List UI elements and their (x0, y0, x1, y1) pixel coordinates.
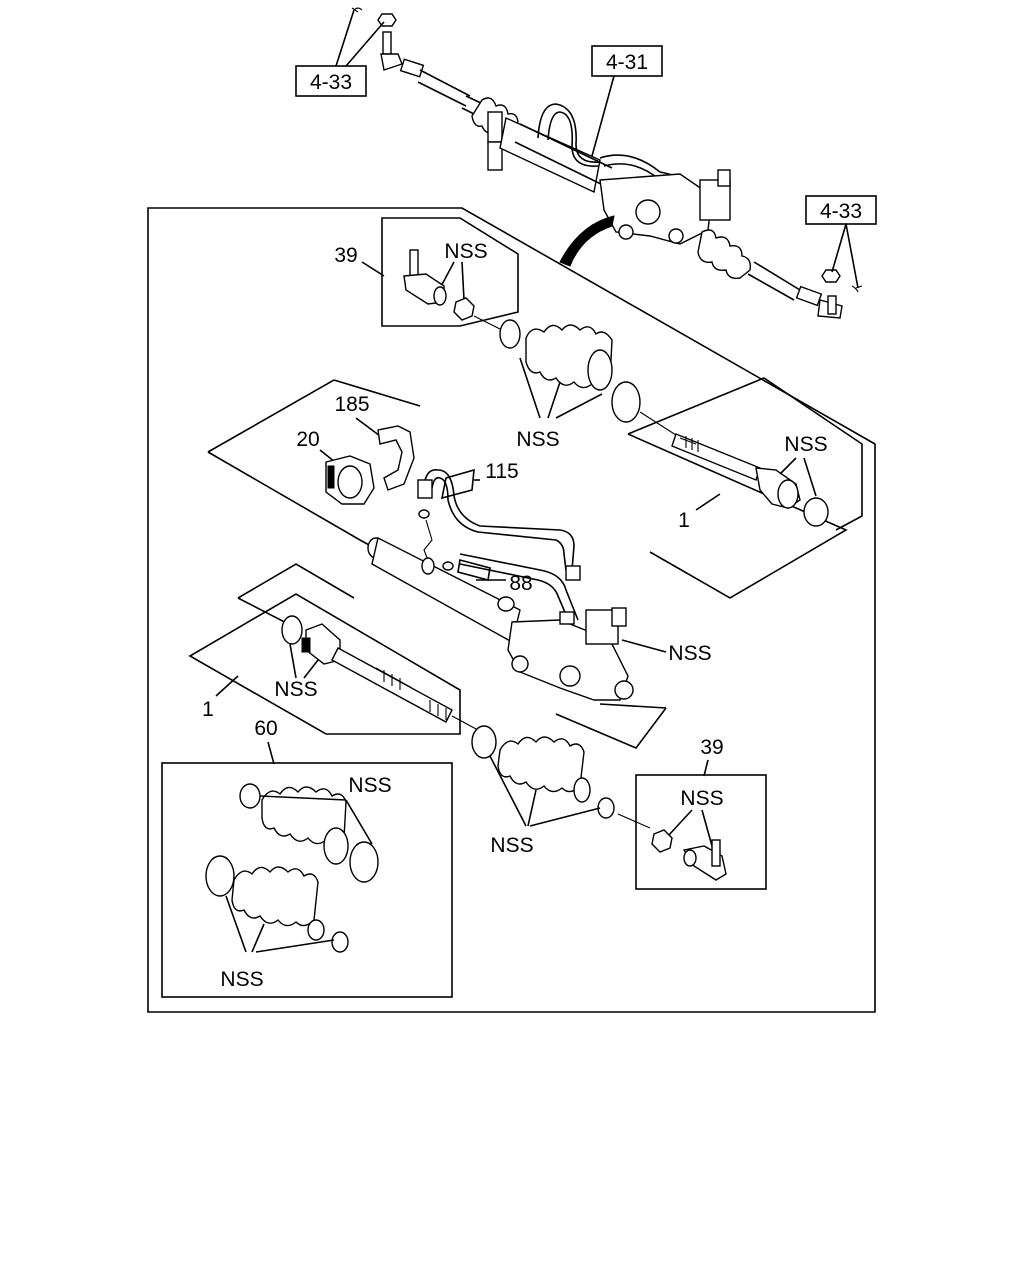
part-number-60: 60 (254, 717, 277, 740)
o-ring (442, 561, 454, 571)
leader-line (335, 9, 385, 67)
pipe-115 (423, 469, 575, 571)
main-frame (147, 207, 876, 1013)
o-ring (418, 509, 430, 519)
leader-line (361, 261, 385, 277)
tie-rod-end-top-box (381, 217, 519, 327)
group-outline (207, 379, 335, 453)
bracket-group: 185 20 (207, 379, 421, 541)
group-outline (237, 563, 355, 599)
top-assembly-overview (351, 7, 863, 319)
nss-label: NSS (444, 240, 487, 263)
rack-housing (371, 536, 521, 644)
boot-clamp-large (349, 841, 379, 883)
boot-bottom-group: NSS (471, 725, 651, 857)
leader-line (489, 755, 601, 827)
ref-box-4-33-left[interactable]: 4-33 (295, 65, 367, 97)
rack-housing-group: NSS (359, 536, 712, 749)
pipe-88-inner (459, 563, 571, 625)
tie-rod-end-socket (433, 286, 447, 306)
boot-top-group: NSS (499, 319, 691, 451)
nss-label: NSS (680, 787, 723, 810)
leader-line (621, 639, 667, 653)
pipe-tag (457, 559, 491, 581)
tie-rod-end-bottom-box (635, 774, 767, 890)
boot-clamp-large (611, 381, 641, 423)
leader-line (519, 357, 603, 419)
inner-rod (671, 433, 761, 481)
nss-label: NSS (668, 642, 711, 665)
ref-box-4-31[interactable]: 4-31 (591, 45, 663, 77)
group-outline (207, 451, 361, 541)
boot-clamp-large (471, 725, 497, 759)
part-number-115: 115 (485, 460, 518, 483)
ref-label: 4-33 (820, 200, 862, 223)
pipe-fitting (565, 565, 581, 581)
ball-stud (409, 249, 419, 277)
boot-bellows (497, 736, 585, 793)
nss-label: NSS (220, 968, 263, 991)
part-number-20: 20 (296, 428, 319, 451)
part-number-1: 1 (202, 698, 214, 721)
pipe-fitting (417, 479, 433, 499)
inner-rod-left-group: NSS 1 (188, 563, 479, 735)
boot-clamp-small (597, 797, 615, 819)
inner-rod-right-group: NSS 1 (627, 377, 863, 599)
pipe-88 (459, 553, 579, 621)
group-outline (627, 433, 848, 599)
ref-label: 4-33 (310, 71, 352, 94)
part-number-1: 1 (678, 509, 690, 532)
part-number-39: 39 (334, 244, 357, 267)
lock-washer (803, 497, 829, 527)
clamp-185 (377, 425, 415, 491)
boot-kit-group: 60 NSS NSS (161, 717, 453, 998)
boot-kit-box (161, 762, 453, 998)
group-outline (627, 377, 863, 531)
part-number-185: 185 (334, 393, 369, 416)
nss-label: NSS (516, 428, 559, 451)
boot-clamp-small (499, 319, 521, 349)
nss-label: NSS (274, 678, 317, 701)
leader-line (591, 75, 615, 157)
boot-clamp-small (331, 931, 349, 953)
nut (651, 829, 673, 853)
boot-end (587, 349, 613, 391)
nss-label: NSS (784, 433, 827, 456)
tie-rod-end-top-group: 39 NSS (334, 217, 519, 331)
boot-clamp-small (239, 783, 261, 809)
boot-end (323, 827, 349, 865)
pipe-tag (440, 468, 475, 500)
ref-label: 4-31 (606, 51, 648, 74)
ball-stud (711, 839, 721, 867)
group-outline (188, 593, 461, 735)
ref-box-4-33-right[interactable]: 4-33 (805, 195, 877, 225)
leader-line (831, 223, 859, 289)
lock-washer (281, 615, 303, 645)
pipe-115-inner (431, 476, 567, 571)
boot-clamp-large (205, 855, 235, 897)
group-outline (333, 379, 421, 407)
boot-bellows (231, 866, 319, 927)
nut (453, 297, 475, 321)
part-number-39: 39 (700, 736, 723, 759)
tie-rod-end-bottom-group: 39 NSS (635, 736, 767, 890)
nss-label: NSS (490, 834, 533, 857)
nss-label: NSS (348, 774, 391, 797)
